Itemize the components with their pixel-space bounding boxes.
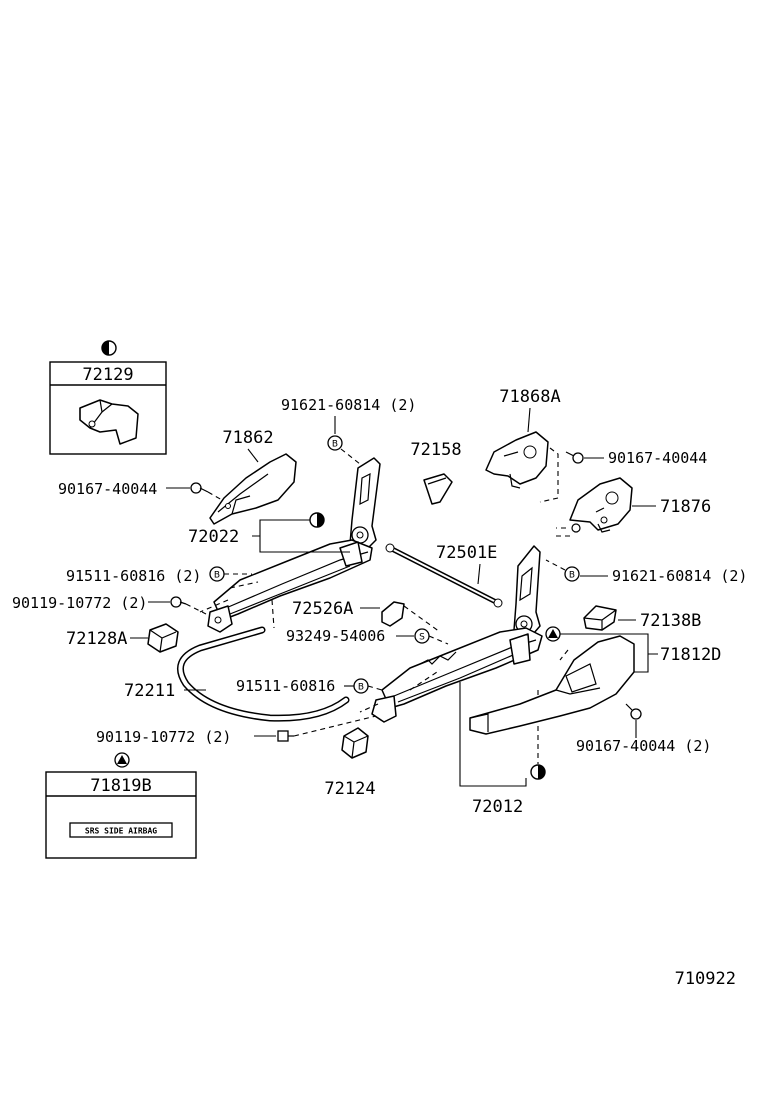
- symbol-b-right: B: [564, 566, 580, 582]
- part-72129-bracket: [79, 399, 139, 445]
- svg-text:B: B: [569, 571, 575, 581]
- label-72138B: 72138B: [640, 611, 701, 631]
- label-90119-top: 90119-10772 (2): [12, 594, 147, 612]
- diagram-id: 710922: [675, 969, 736, 989]
- part-left-recliner-arm: [349, 457, 381, 553]
- label-91511: 91511-60816: [236, 677, 335, 695]
- dash-71812D: [559, 649, 569, 661]
- part-left-seat-track: [207, 539, 373, 633]
- label-71819B: 71819B: [90, 776, 151, 796]
- leader-72501E: [477, 563, 481, 585]
- label-90167-bottom: 90167-40044 (2): [576, 737, 711, 755]
- triangle-symbol-71819B: [114, 752, 130, 768]
- bolt-90119-bottom: [277, 730, 294, 742]
- part-72211-cable: [176, 626, 350, 722]
- label-72501E: 72501E: [436, 543, 497, 563]
- leader-72012: [459, 682, 527, 787]
- label-72012: 72012: [472, 797, 523, 817]
- leader-71812D: [560, 633, 658, 673]
- svg-text:S: S: [419, 633, 425, 643]
- label-91511-2: 91511-60816 (2): [66, 567, 201, 585]
- label-71868A: 71868A: [499, 387, 560, 407]
- label-71812D: 71812D: [660, 645, 721, 665]
- dash-91621-top: [340, 448, 361, 465]
- label-71862: 71862: [222, 428, 273, 448]
- part-right-seat-track: [371, 627, 543, 723]
- screw-90167-left: [190, 482, 209, 494]
- box-72129: [49, 361, 167, 455]
- label-91621-right: 91621-60814 (2): [612, 567, 747, 585]
- leader-72022: [252, 519, 350, 553]
- screw-90167-bottom: [625, 703, 642, 720]
- dash-71868A: [539, 447, 559, 503]
- label-90167-left: 90167-40044: [58, 480, 157, 498]
- triangle-symbol-71812D: [545, 626, 561, 642]
- part-72124-knob: [341, 727, 369, 759]
- part-72128A-knob: [147, 623, 179, 653]
- svg-text:B: B: [332, 440, 338, 450]
- screw-71876: [571, 523, 581, 533]
- label-90167-right: 90167-40044: [608, 449, 707, 467]
- part-71876-cover: [569, 477, 633, 533]
- part-72138B-clip: [583, 605, 617, 631]
- label-71876: 71876: [660, 497, 711, 517]
- dash-72526A: [403, 605, 441, 633]
- symbol-s-93249: S: [414, 628, 430, 644]
- label-91621-top: 91621-60814 (2): [281, 396, 416, 414]
- part-72501E-rod: [385, 543, 503, 608]
- part-71812D-side-cover: [469, 635, 635, 735]
- part-72158-clip: [423, 473, 453, 505]
- dash-90167-left: [207, 491, 223, 501]
- symbol-b-top: B: [327, 435, 343, 451]
- label-72022: 72022: [188, 527, 239, 547]
- label-72129: 72129: [82, 365, 133, 385]
- dash-71876: [556, 527, 572, 537]
- label-72124: 72124: [324, 779, 375, 799]
- part-71868A-cover: [485, 431, 549, 489]
- dash-93249: [428, 635, 449, 645]
- label-72526A: 72526A: [292, 599, 353, 619]
- label-72128A: 72128A: [66, 629, 127, 649]
- half-circle-symbol-72129: [101, 340, 117, 356]
- dash-left-track-lower: [271, 599, 275, 629]
- dash-91511: [367, 685, 383, 691]
- dash-right-track: [359, 669, 441, 713]
- part-right-recliner-arm: [513, 545, 541, 641]
- half-circle-symbol-72012: [530, 764, 546, 780]
- screw-90167-right: [565, 451, 584, 464]
- box-71819B: [45, 771, 197, 859]
- airbag-label-tag: SRS SIDE AIRBAG: [69, 822, 173, 838]
- svg-text:SRS SIDE AIRBAG: SRS SIDE AIRBAG: [85, 827, 157, 836]
- label-90119-bottom: 90119-10772 (2): [96, 728, 231, 746]
- part-71862-cover: [209, 453, 297, 525]
- half-circle-symbol-72022: [309, 512, 325, 528]
- leader-71868A: [527, 407, 531, 433]
- svg-text:B: B: [358, 683, 364, 693]
- leader-71862: [247, 448, 259, 463]
- part-72526A-lever: [381, 601, 405, 627]
- dash-90119-top: [185, 603, 207, 615]
- label-72211: 72211: [124, 681, 175, 701]
- dash-91621-right: [545, 559, 566, 571]
- dash-left-track: [199, 581, 259, 613]
- label-93249: 93249-54006: [286, 627, 385, 645]
- bolt-90119-top: [170, 596, 187, 608]
- symbol-b-91511: B: [353, 678, 369, 694]
- label-72158: 72158: [410, 440, 461, 460]
- symbol-b-91511-2: B: [209, 566, 225, 582]
- svg-text:B: B: [214, 571, 220, 581]
